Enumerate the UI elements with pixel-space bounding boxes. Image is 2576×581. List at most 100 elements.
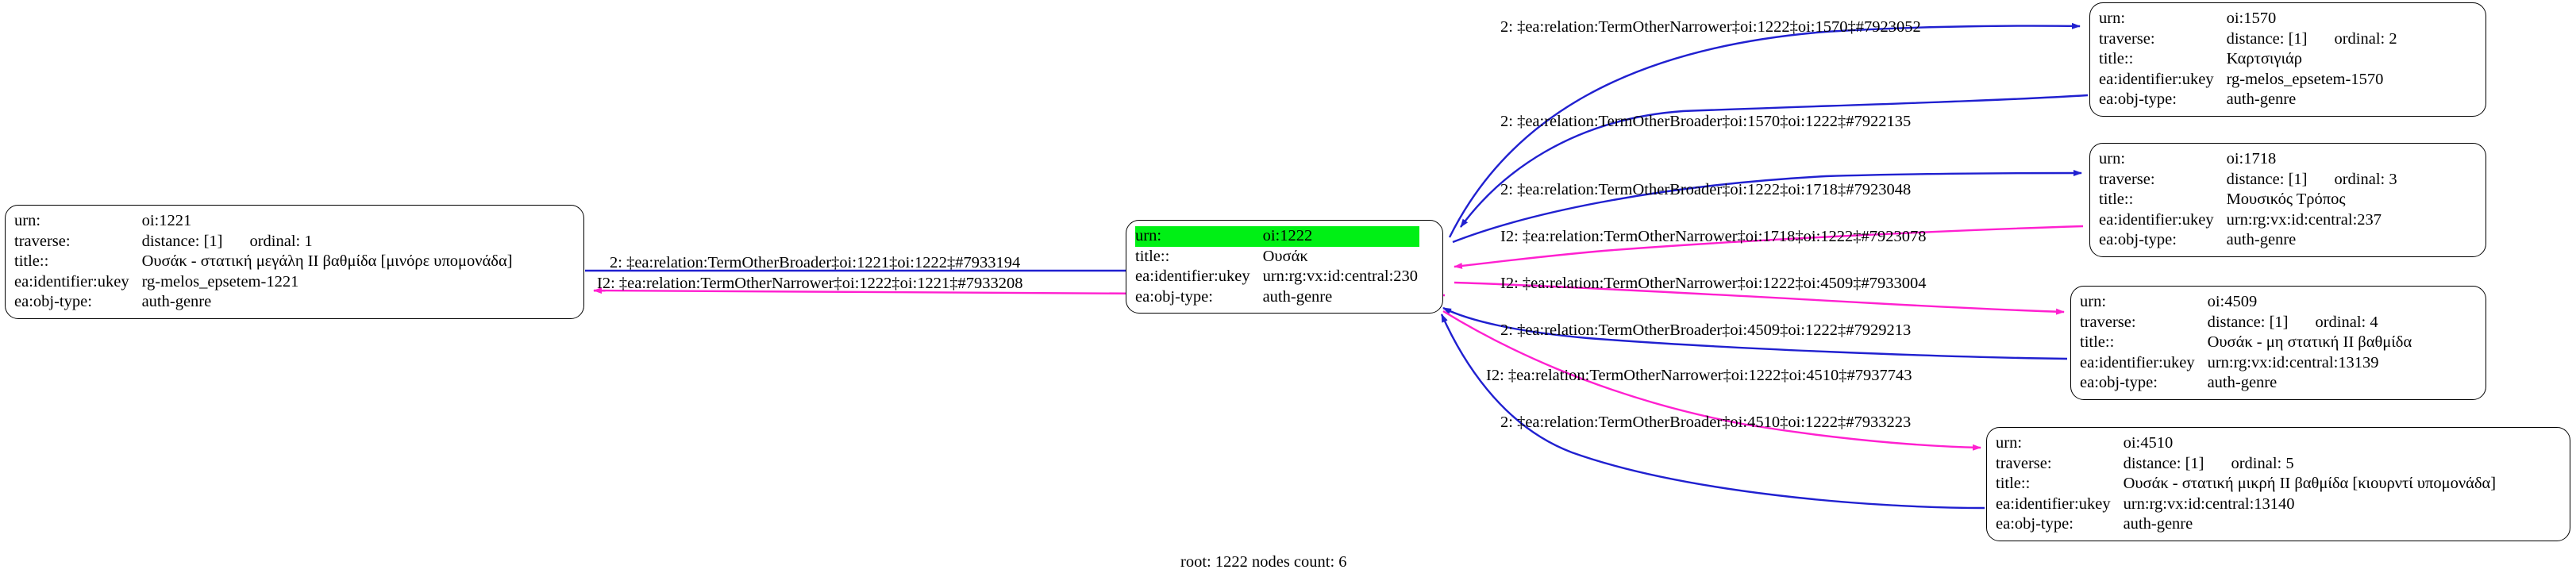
field-label-urn: urn: [14,212,41,229]
field-label-objtype: ea:obj-type: [2080,374,2158,391]
field-label-ukey: ea:identifier:ukey [1135,267,1250,285]
node-row-title: title:: Ουσάκ - μη στατική II βαθμίδα [2080,333,2413,353]
field-value-ukey: urn:rg:vx:id:central:230 [1262,267,1419,285]
field-value-objtype: auth-genre [2123,515,2193,533]
node-oi-1570[interactable]: urn: oi:1570 traverse: distance: [1]ordi… [2089,2,2486,117]
field-value-urn: oi:1222 [1262,226,1420,247]
field-value-ukey: rg-melos_epsetem-1570 [2226,70,2384,88]
node-oi-1718[interactable]: urn: oi:1718 traverse: distance: [1]ordi… [2089,143,2486,257]
field-label-traverse: traverse: [1996,454,2052,472]
node-row-urn: urn: oi:1570 [2099,9,2399,29]
field-value-title: Καρτσιγιάρ [2226,50,2302,67]
node-row-urn: urn: oi:1222 [1135,226,1420,247]
node-row-ukey: ea:identifier:ukey urn:rg:vx:id:central:… [1135,267,1419,287]
field-value-objtype: auth-genre [2226,231,2297,248]
traverse-distance: distance: [1] [2207,313,2289,331]
node-row-objtype: ea:obj-type: auth-genre [1135,287,1419,308]
field-value-ukey: rg-melos_epsetem-1221 [141,272,299,290]
field-label-title: title:: [14,252,49,270]
field-value-title: Μουσικός Τρόπος [2226,190,2346,208]
node-row-ukey: ea:identifier:ukey urn:rg:vx:id:central:… [1996,494,2497,515]
node-row-objtype: ea:obj-type: auth-genre [2099,230,2399,251]
node-row-traverse: traverse: distance: [1]ordinal: 5 [1996,454,2497,475]
edge-label-e5: I2: ‡ea:relation:TermOtherNarrower‡oi:12… [1500,275,1927,292]
field-label-urn: urn: [2080,293,2107,310]
node-oi-4510[interactable]: urn: oi:4510 traverse: distance: [1]ordi… [1986,427,2570,541]
field-value-urn: oi:1221 [141,212,192,229]
field-value-traverse: distance: [1]ordinal: 2 [2227,29,2399,50]
node-oi-4509[interactable]: urn: oi:4509 traverse: distance: [1] ordi… [2070,286,2486,400]
traverse-distance: distance: [1] [2123,454,2204,472]
edge-label-e9: 2: ‡ea:relation:TermOtherBroader‡oi:1221… [610,254,1021,271]
edge-label-e2: 2: ‡ea:relation:TermOtherBroader‡oi:1570… [1500,113,1912,130]
node-row-traverse: traverse: distance: [1] ordinal: 4 [2080,313,2413,333]
field-value-traverse: distance: [1] ordinal: 4 [2208,313,2414,333]
field-value-objtype: auth-genre [141,293,212,310]
field-label-traverse: traverse: [2099,29,2155,48]
field-value-objtype: auth-genre [2226,90,2297,108]
node-row-title: title:: Ουσάκ - στατική μικρή II βαθμίδα… [1996,474,2497,494]
node-row-objtype: ea:obj-type: auth-genre [2080,373,2413,394]
node-row-title: title:: Ουσάκ - στατική μεγάλη II βαθμίδ… [14,252,514,272]
edge-path-e1 [1448,22,2081,238]
field-value-title: Ουσάκ [1262,247,1308,265]
node-oi-1221[interactable]: urn: oi:1221 traverse: distance: [1] ordi… [5,205,584,319]
field-value-urn: oi:1718 [2226,150,2277,167]
graph-footer-caption: root: 1222 nodes count: 6 [1180,553,1347,571]
edge-label-e3: 2: ‡ea:relation:TermOtherBroader‡oi:1222… [1500,181,1912,198]
edge-label-e8: 2: ‡ea:relation:TermOtherBroader‡oi:4510… [1500,414,1912,431]
field-label-ukey: ea:identifier:ukey [14,272,129,290]
node-row-title: title:: Καρτσιγιάρ [2099,49,2399,70]
field-label-title: title:: [1996,475,2031,492]
node-row-objtype: ea:obj-type: auth-genre [14,292,514,313]
traverse-ordinal: ordinal: 1 [249,232,313,250]
field-label-title: title:: [2099,190,2134,208]
field-label-urn: urn: [2099,150,2126,167]
node-row-objtype: ea:obj-type: auth-genre [2099,90,2399,110]
field-value-urn: oi:4510 [2123,434,2174,452]
node-row-ukey: ea:identifier:ukey rg-melos_epsetem-1221 [14,272,514,293]
edge-label-e10: I2: ‡ea:relation:TermOtherNarrower‡oi:12… [597,275,1023,292]
field-value-urn: oi:1570 [2226,10,2277,27]
edge-label-e7: I2: ‡ea:relation:TermOtherNarrower‡oi:12… [1486,367,1912,384]
field-label-objtype: ea:obj-type: [14,293,92,310]
node-row-ukey: ea:identifier:ukey rg-melos_epsetem-1570 [2099,70,2399,90]
field-value-ukey: urn:rg:vx:id:central:13139 [2207,353,2379,371]
node-row-title: title:: Μουσικός Τρόπος [2099,190,2399,210]
field-label-ukey: ea:identifier:ukey [2099,70,2214,88]
field-value-objtype: auth-genre [2207,374,2278,391]
field-label-objtype: ea:obj-type: [1135,287,1213,306]
node-row-traverse: traverse: distance: [1]ordinal: 2 [2099,29,2399,50]
node-row-objtype: ea:obj-type: auth-genre [1996,514,2497,535]
field-label-ukey: ea:identifier:ukey [2080,353,2195,371]
field-label-traverse: traverse: [2080,313,2136,331]
edge-label-e4: I2: ‡ea:relation:TermOtherNarrower‡oi:17… [1500,228,1927,245]
field-label-ukey: ea:identifier:ukey [1996,494,2111,513]
field-value-traverse: distance: [1]ordinal: 5 [2124,454,2498,475]
field-value-traverse: distance: [1]ordinal: 3 [2227,170,2399,190]
field-label-title: title:: [2099,50,2134,67]
node-oi-1222-root[interactable]: urn: oi:1222 title:: Ουσάκ ea:identifier… [1126,220,1443,314]
field-value-title: Ουσάκ - μη στατική II βαθμίδα [2207,333,2412,351]
field-label-objtype: ea:obj-type: [2099,231,2177,248]
node-row-ukey: ea:identifier:ukey urn:rg:vx:id:central:… [2080,353,2413,374]
field-label-ukey: ea:identifier:ukey [2099,210,2214,229]
node-row-title: title:: Ουσάκ [1135,247,1419,267]
field-value-title: Ουσάκ - στατική μεγάλη II βαθμίδα [μινόρ… [141,252,513,270]
traverse-distance: distance: [1] [141,232,223,250]
field-label-traverse: traverse: [14,232,71,250]
traverse-ordinal: ordinal: 4 [2315,313,2378,331]
traverse-distance: distance: [1] [2226,170,2308,188]
field-label-urn: urn: [1135,226,1263,247]
node-row-urn: urn: oi:4509 [2080,292,2413,313]
edge-path-e8 [1440,314,1985,510]
node-row-urn: urn: oi:4510 [1996,433,2497,454]
field-label-objtype: ea:obj-type: [2099,90,2177,108]
edge-label-e6: 2: ‡ea:relation:TermOtherBroader‡oi:4509… [1500,321,1912,339]
node-row-ukey: ea:identifier:ukey urn:rg:vx:id:central:… [2099,210,2399,231]
field-value-ukey: urn:rg:vx:id:central:13140 [2123,494,2295,513]
field-label-urn: urn: [1996,434,2023,452]
field-label-urn: urn: [2099,10,2126,27]
field-label-title: title:: [1135,247,1170,265]
